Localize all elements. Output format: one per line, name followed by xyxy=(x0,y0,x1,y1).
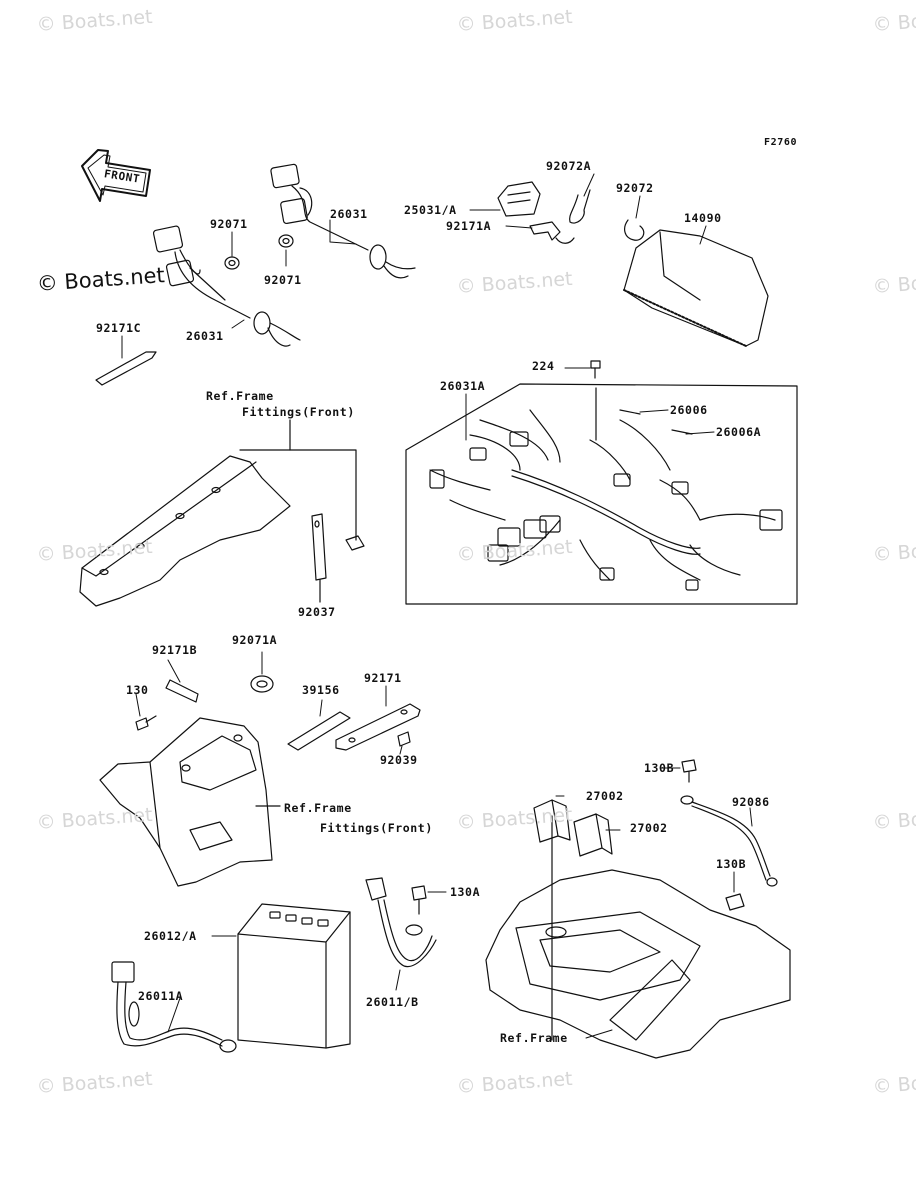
ref-frame-label-2: Ref.Frame xyxy=(284,801,352,815)
battery-frame xyxy=(485,815,791,1059)
front-fitting-lower xyxy=(99,717,281,887)
part-label-92171[interactable]: 92171 xyxy=(364,671,402,685)
ref-frame-label-1: Ref.Frame xyxy=(206,389,274,403)
part-label-92171a[interactable]: 92171A xyxy=(446,219,492,233)
clamp-92072a xyxy=(569,189,591,224)
relay-27002-b xyxy=(573,813,613,857)
part-label-26012a[interactable]: 26012/A xyxy=(144,929,197,943)
part-label-26031-top[interactable]: 26031 xyxy=(330,207,368,221)
part-label-92171c[interactable]: 92171C xyxy=(96,321,142,335)
part-label-26006[interactable]: 26006 xyxy=(670,403,708,417)
part-label-92039[interactable]: 92039 xyxy=(380,753,418,767)
part-label-130b-top[interactable]: 130B xyxy=(644,761,675,775)
seal-39156 xyxy=(287,711,351,751)
wire-harness-26031-top xyxy=(270,163,416,279)
part-label-130[interactable]: 130 xyxy=(126,683,149,697)
bolt-92039 xyxy=(397,731,411,747)
part-label-14090[interactable]: 14090 xyxy=(684,211,722,225)
part-label-92071-top[interactable]: 92071 xyxy=(210,217,248,231)
leader-lines xyxy=(121,173,753,1039)
part-label-92071a[interactable]: 92071A xyxy=(232,633,278,647)
figure-code: F2760 xyxy=(764,137,798,148)
part-label-26011a[interactable]: 26011A xyxy=(138,989,184,1003)
grommet-92071-a xyxy=(224,256,240,270)
part-label-92071-mid[interactable]: 92071 xyxy=(264,273,302,287)
battery-cable-26011a xyxy=(111,961,237,1053)
part-label-26031a[interactable]: 26031A xyxy=(440,379,486,393)
bracket-92171a xyxy=(529,221,575,244)
part-label-92072[interactable]: 92072 xyxy=(616,181,654,195)
part-label-130a[interactable]: 130A xyxy=(450,885,481,899)
bracket-92171b xyxy=(165,679,199,703)
grommet-92071a xyxy=(250,675,274,693)
part-label-92171b[interactable]: 92171B xyxy=(152,643,198,657)
part-label-27002-b[interactable]: 27002 xyxy=(630,821,668,835)
front-fitting-upper xyxy=(79,419,357,607)
front-arrow-icon xyxy=(81,149,151,202)
bolt-130b-bottom xyxy=(725,893,745,911)
ground-cable-92086 xyxy=(680,795,778,887)
part-label-224[interactable]: 224 xyxy=(532,359,555,373)
bolt-130a xyxy=(411,885,427,915)
part-label-26006a[interactable]: 26006A xyxy=(716,425,762,439)
battery-cable-26011b xyxy=(365,877,437,968)
part-label-25031a[interactable]: 25031/A xyxy=(404,203,457,217)
part-label-26011b[interactable]: 26011/B xyxy=(366,995,419,1009)
bracket-92171 xyxy=(335,703,421,751)
part-label-92086[interactable]: 92086 xyxy=(732,795,770,809)
part-label-92037[interactable]: 92037 xyxy=(298,605,336,619)
battery-26012a xyxy=(237,903,351,1049)
relay-27002-a xyxy=(533,799,571,843)
fittings-front-label-2: Fittings(Front) xyxy=(320,821,433,835)
grommet-92071-b xyxy=(278,234,294,248)
relay-25031a xyxy=(497,181,541,217)
part-label-27002-a[interactable]: 27002 xyxy=(586,789,624,803)
clamp-92171c xyxy=(95,351,157,386)
part-label-130b-bottom[interactable]: 130B xyxy=(716,857,747,871)
screw-224 xyxy=(590,360,601,379)
main-harness-panel xyxy=(405,383,798,605)
clip-fitting-front xyxy=(345,535,365,551)
bolt-130 xyxy=(135,715,157,731)
part-label-39156[interactable]: 39156 xyxy=(302,683,340,697)
bolt-130b-top xyxy=(681,759,697,783)
part-label-26031-left[interactable]: 26031 xyxy=(186,329,224,343)
wire-harness-26031-left xyxy=(152,225,301,347)
fittings-front-label-1: Fittings(Front) xyxy=(242,405,355,419)
clamp-92072 xyxy=(624,219,645,241)
cover-14090 xyxy=(623,229,769,347)
ref-frame-label-3: Ref.Frame xyxy=(500,1031,568,1045)
part-label-92072a[interactable]: 92072A xyxy=(546,159,592,173)
strap-92037 xyxy=(311,513,327,603)
